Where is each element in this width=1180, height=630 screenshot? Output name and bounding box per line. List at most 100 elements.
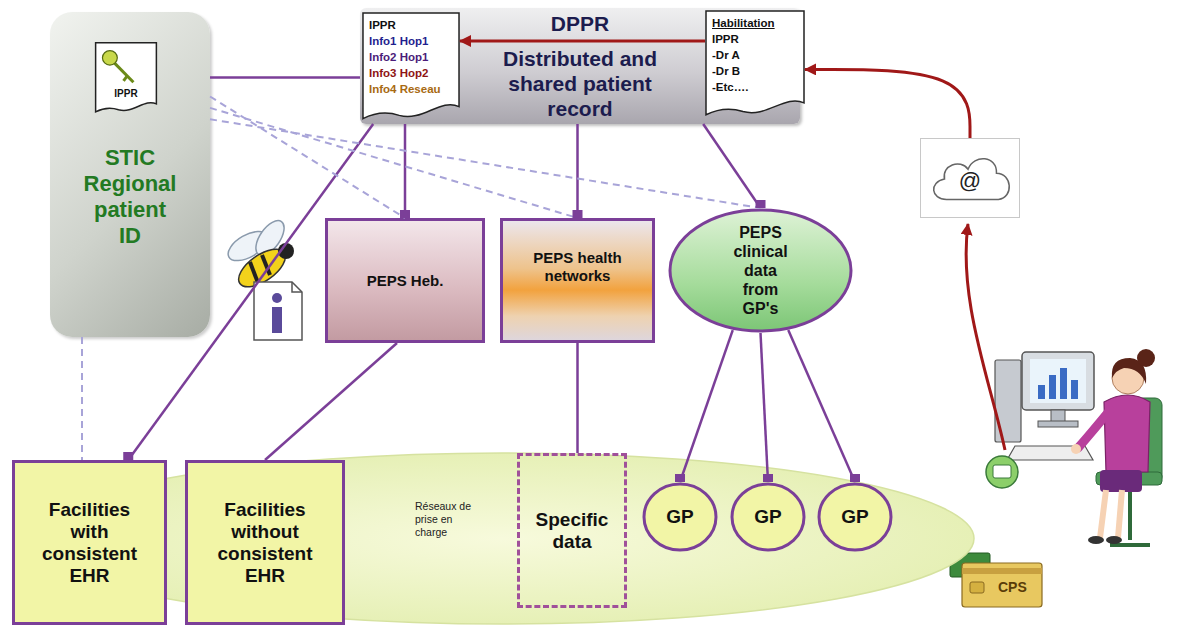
link-line (265, 343, 397, 460)
process-ellipse: PEPS clinical data from GP's (668, 208, 853, 333)
person-hair (1112, 358, 1146, 384)
monitor (1022, 352, 1094, 410)
link-line (680, 330, 733, 482)
link-line (576, 124, 579, 218)
document-outline (363, 13, 459, 119)
box-label: PEPS Heb. (367, 272, 444, 290)
ellipse-outline (732, 484, 804, 550)
monitor-base (1038, 421, 1078, 427)
document-line: -Etc…. (712, 79, 798, 95)
facility-box: Facilities with consistent EHR (12, 460, 167, 625)
link-line (576, 343, 579, 453)
link-line (128, 124, 373, 460)
dashed-link (210, 108, 578, 218)
ellipse-outline (819, 484, 891, 550)
card-reader-badge (986, 456, 1018, 488)
user-workstation (966, 224, 1162, 545)
cloud-symbol: @ (959, 168, 981, 194)
person-hand (1071, 444, 1081, 454)
chair-back (1136, 398, 1162, 484)
chair-foot (1110, 543, 1150, 547)
person-arm (1078, 410, 1110, 448)
circle-label: GP (754, 506, 781, 528)
end-square (573, 210, 583, 218)
connector-group (82, 41, 970, 482)
circle-label: GP (666, 506, 693, 528)
person-skirt (1100, 470, 1142, 492)
internet-cloud: @ (920, 138, 1020, 218)
network-band: Réseaux de prise en charge Facilities wit… (30, 452, 975, 625)
box-label: Facilities without consistent EHR (210, 499, 320, 587)
person-leg (1100, 490, 1106, 538)
end-square (400, 210, 410, 218)
band-label: Réseaux de prise en charge (415, 500, 477, 539)
info-document-fold (292, 282, 302, 292)
computer-tower (995, 360, 1021, 442)
document-line: Info2 Hop1 (369, 49, 453, 65)
circle-label: GP (841, 506, 868, 528)
info-document (254, 282, 302, 340)
chart-bar (1060, 368, 1067, 399)
cps-card (962, 563, 1042, 607)
document-line: Habilitation (712, 15, 798, 31)
link-line (210, 76, 360, 79)
box-label: Specific data (522, 509, 622, 553)
document-line: -Dr A (712, 47, 798, 63)
key-shaft (114, 62, 134, 82)
document-outline (96, 43, 157, 112)
ellipse-outline (644, 484, 716, 550)
dashed-link (81, 337, 83, 460)
end-square (850, 474, 860, 482)
monitor-screen (1030, 359, 1086, 403)
ellipse-outline (670, 210, 851, 331)
bee-body (232, 242, 291, 294)
link-line (703, 124, 760, 208)
person-torso (1104, 395, 1150, 472)
chart-bar (1049, 375, 1056, 399)
bee-wing (223, 225, 272, 266)
document-line: Info1 Hop1 (369, 33, 453, 49)
chair-leg (1128, 485, 1132, 540)
facility-box: Facilities without consistent EHR (185, 460, 345, 625)
chart-bar (1038, 385, 1045, 399)
end-square (123, 452, 133, 460)
person-hair-bun (1137, 349, 1155, 367)
gp-circle: GP (642, 482, 718, 552)
document-label: IPPR (114, 88, 137, 100)
card-reader-icon (993, 465, 1011, 478)
health-cards (950, 553, 1042, 607)
person-head (1112, 362, 1144, 394)
cps-card-chip (970, 582, 984, 593)
monitor-stand (1051, 410, 1065, 422)
bee-head (278, 243, 294, 259)
access-arrow (460, 40, 705, 43)
access-arrow (966, 224, 1005, 450)
document-outline (706, 11, 804, 115)
chart-bar (1071, 380, 1078, 399)
key-head (102, 51, 117, 65)
chair-seat (1096, 472, 1162, 485)
id-panel: STIC Regional patient ID IPPR (50, 12, 210, 337)
person-leg (1118, 490, 1122, 538)
key-tooth (124, 76, 128, 81)
document-line: Info3 Hop2 (369, 65, 453, 81)
record-title: Distributed and shared patient record (478, 46, 683, 121)
data-box: Specific data (517, 453, 627, 608)
box-label: Facilities with consistent EHR (35, 499, 145, 587)
box-label: PEPS health networks (507, 249, 648, 285)
info-symbol-bar (272, 307, 282, 333)
record-box: DPPRDistributed and shared patient recor… (360, 8, 800, 124)
access-arrow (805, 69, 970, 138)
process-box: PEPS health networks (500, 218, 655, 343)
link-line (404, 124, 407, 218)
key-document: IPPR (95, 42, 157, 114)
bee-icon (223, 216, 302, 340)
ellipse-label: PEPS clinical data from GP's (730, 223, 792, 318)
dashed-link (210, 97, 405, 219)
link-line (788, 330, 855, 482)
key-document-outline (95, 42, 157, 114)
rights-document: HabilitationIPPR-Dr A-Dr B-Etc…. (705, 10, 805, 118)
dashed-link (210, 119, 761, 208)
panel-title: STIC Regional patient ID (81, 145, 179, 249)
